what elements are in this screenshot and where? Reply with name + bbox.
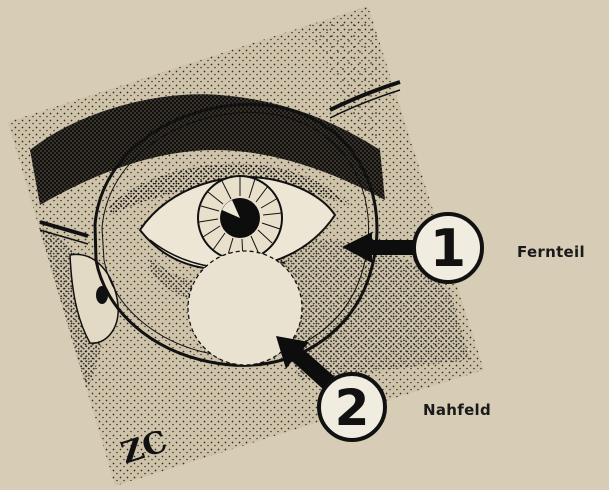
callout-near-number: 2 <box>335 379 370 437</box>
label-fernteil: Fernteil <box>517 243 585 261</box>
label-nahfeld: Nahfeld <box>423 401 491 419</box>
callout-far-number: 1 <box>430 219 466 279</box>
